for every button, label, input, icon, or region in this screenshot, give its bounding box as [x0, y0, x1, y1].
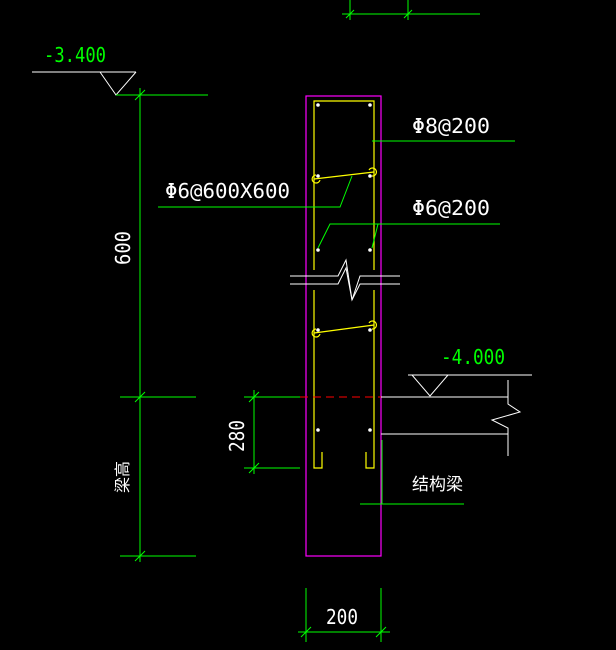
- structural-beam: [381, 380, 522, 456]
- annotation-structural-beam: 结构梁: [412, 475, 463, 495]
- level-bottom-label: -4.000: [441, 345, 505, 369]
- break-line: [290, 258, 400, 302]
- width-dimension: [298, 588, 390, 642]
- annotation-distribution-bar: Φ6@200: [412, 196, 490, 220]
- leader-lines: [158, 140, 515, 505]
- dimension-beam-height-label: 梁高: [113, 461, 132, 493]
- level-top-label: -3.400: [44, 43, 106, 67]
- wall-outline: [305, 95, 382, 557]
- anchorage-dimension: [244, 390, 300, 474]
- level-marker-top: -3.400: [32, 43, 208, 96]
- dimension-anchorage-label: 280: [225, 420, 249, 452]
- rebar-dots: [316, 103, 372, 432]
- rebar-cage: [311, 100, 378, 469]
- level-marker-bottom: -4.000: [408, 345, 532, 397]
- top-dimension-fragment: [342, 0, 480, 20]
- annotation-stirrup-main: Φ8@200: [412, 114, 490, 138]
- annotation-tie-bar: Φ6@600X600: [165, 179, 290, 203]
- dimension-width-label: 200: [326, 605, 358, 629]
- vertical-dimension-chain: [120, 88, 196, 562]
- dimension-height-label: 600: [111, 231, 135, 265]
